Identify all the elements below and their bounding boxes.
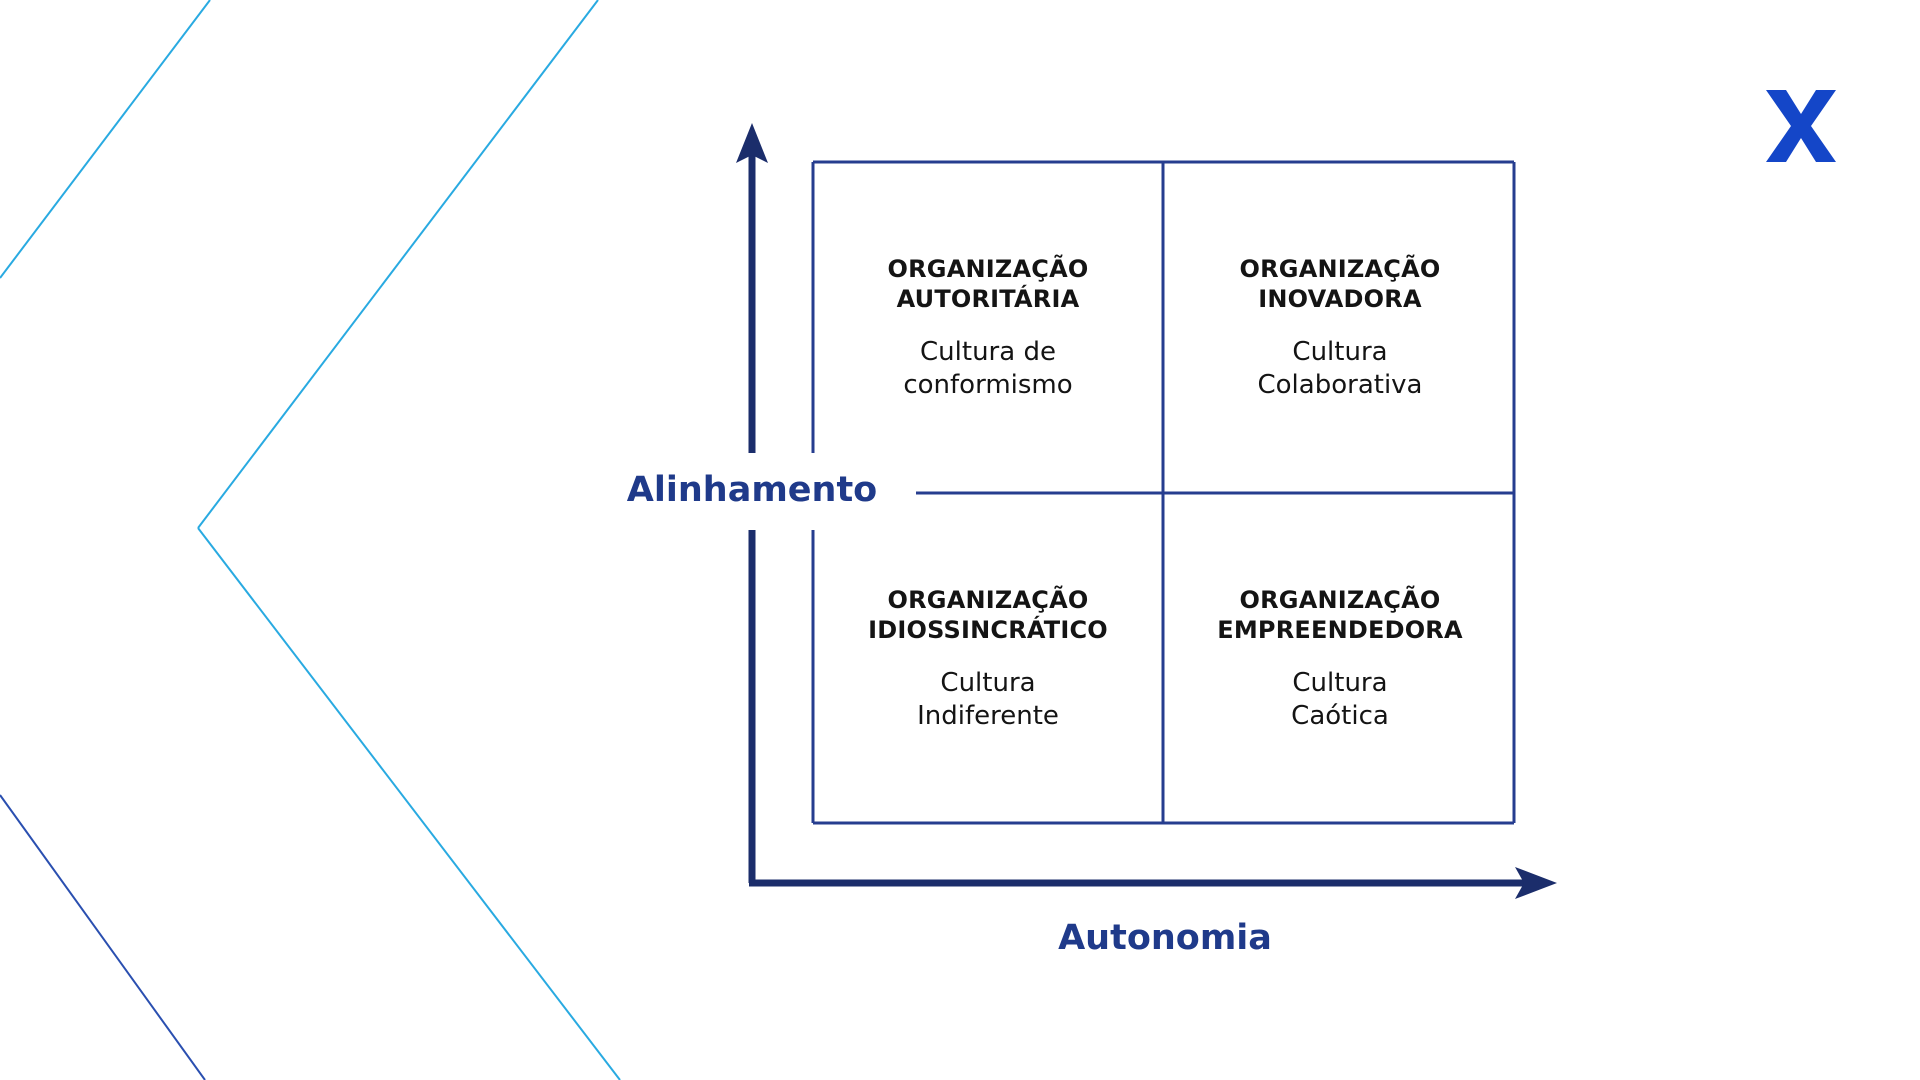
quadrant-title-line: ORGANIZAÇÃO [1239,255,1441,283]
quadrant-title-line: ORGANIZAÇÃO [887,586,1089,614]
x-axis-label: Autonomia [1058,918,1272,958]
quadrant-title: ORGANIZAÇÃO AUTORITÁRIA [888,254,1089,314]
quadrant-subtitle-line: Caótica [1291,701,1389,731]
quadrant-title-line: AUTORITÁRIA [896,285,1080,313]
quadrant-top-left: ORGANIZAÇÃO AUTORITÁRIA Cultura de confo… [812,163,1164,493]
quadrant-subtitle-line: Cultura de [920,337,1056,367]
quadrant-title-line: EMPREENDEDORA [1217,616,1463,644]
y-axis-arrowhead-icon [736,123,768,163]
quadrant-subtitle-line: Indiferente [917,701,1059,731]
quadrant-bottom-right: ORGANIZAÇÃO EMPREENDEDORA Cultura Caótic… [1164,494,1516,824]
decor-line-top-left [0,0,211,279]
quadrant-subtitle-line: Colaborativa [1257,370,1423,400]
quadrant-top-right: ORGANIZAÇÃO INOVADORA Cultura Colaborati… [1164,163,1516,493]
quadrant-subtitle-line: Cultura [1292,337,1388,367]
decor-line-bottom-left [0,794,206,1080]
y-axis-label: Alinhamento [626,470,878,510]
x-logo-icon [1766,90,1836,162]
axes [736,123,1557,899]
quadrant-title-line: IDIOSSINCRÁTICO [868,616,1108,644]
quadrant-subtitle: Cultura Colaborativa [1258,336,1423,402]
quadrant-subtitle: Cultura de conformismo [903,336,1072,402]
quadrant-subtitle-line: Cultura [940,668,1036,698]
quadrant-subtitle-line: conformismo [903,370,1073,400]
quadrant-grid [811,160,1516,825]
quadrant-title: ORGANIZAÇÃO EMPREENDEDORA [1217,585,1463,645]
decorative-lines [0,0,621,1080]
quadrant-bottom-left: ORGANIZAÇÃO IDIOSSINCRÁTICO Cultura Indi… [812,494,1164,824]
decor-line-chevron-upper [197,0,599,529]
x-axis-arrowhead-icon [1515,867,1557,899]
quadrant-subtitle: Cultura Indiferente [917,667,1059,733]
quadrant-subtitle: Cultura Caótica [1291,667,1389,733]
quadrant-title-line: ORGANIZAÇÃO [887,255,1089,283]
quadrant-title: ORGANIZAÇÃO INOVADORA [1240,254,1441,314]
quadrant-subtitle-line: Cultura [1292,668,1388,698]
quadrant-title-line: INOVADORA [1258,285,1422,313]
quadrant-title-line: ORGANIZAÇÃO [1239,586,1441,614]
decor-line-chevron-lower [197,527,621,1080]
quadrant-title: ORGANIZAÇÃO IDIOSSINCRÁTICO [868,585,1108,645]
